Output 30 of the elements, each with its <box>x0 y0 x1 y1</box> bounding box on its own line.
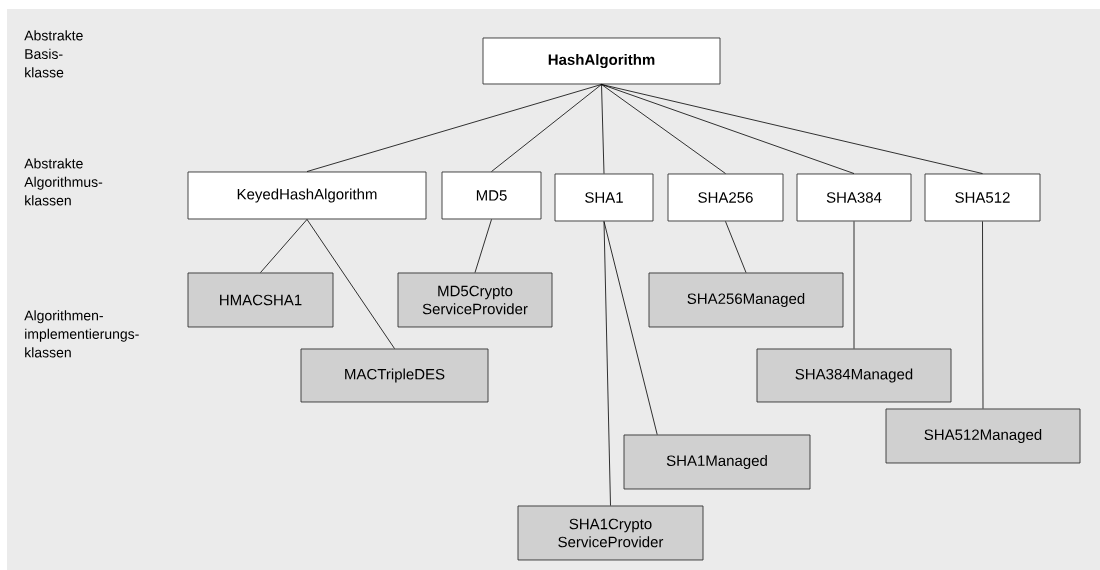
connector-line <box>601 84 983 174</box>
implementation-class-box: SHA256Managed <box>648 272 844 328</box>
abstract-class-box: SHA1 <box>554 173 654 222</box>
implementation-class-box: MACTripleDES <box>300 348 489 403</box>
abstract-class-box: MD5 <box>441 171 542 220</box>
implementation-class-box: HMACSHA1 <box>187 272 334 328</box>
connector-line <box>601 84 726 174</box>
implementation-class-box: SHA384Managed <box>756 348 952 403</box>
implementation-class-box: MD5Crypto ServiceProvider <box>397 272 553 328</box>
implementation-class-box: SHA1Crypto ServiceProvider <box>517 505 704 561</box>
abstract-class-box: KeyedHashAlgorithm <box>187 171 427 220</box>
row-label: Abstrakte Algorithmus- klassen <box>24 158 103 206</box>
connector-line <box>474 219 492 273</box>
connector-line <box>306 219 395 349</box>
abstract-class-box: SHA256 <box>667 173 784 222</box>
connector-line <box>491 84 602 172</box>
base-class-box: HashAlgorithm <box>482 37 721 85</box>
connector-line <box>982 221 984 409</box>
implementation-class-box: SHA512Managed <box>885 408 1081 464</box>
abstract-class-box: SHA384 <box>796 173 912 222</box>
implementation-class-box: SHA1Managed <box>623 434 811 490</box>
row-label: Abstrakte Basis- klasse <box>24 30 83 78</box>
connector-line <box>306 84 602 172</box>
connector-line <box>853 221 855 349</box>
connector-line <box>725 221 747 273</box>
connector-line <box>601 84 605 174</box>
abstract-class-box: SHA512 <box>924 173 1041 222</box>
row-label: Algorithmen- implementierungs- klassen <box>24 310 139 358</box>
connector-line <box>260 219 308 273</box>
connector-line <box>603 221 611 506</box>
